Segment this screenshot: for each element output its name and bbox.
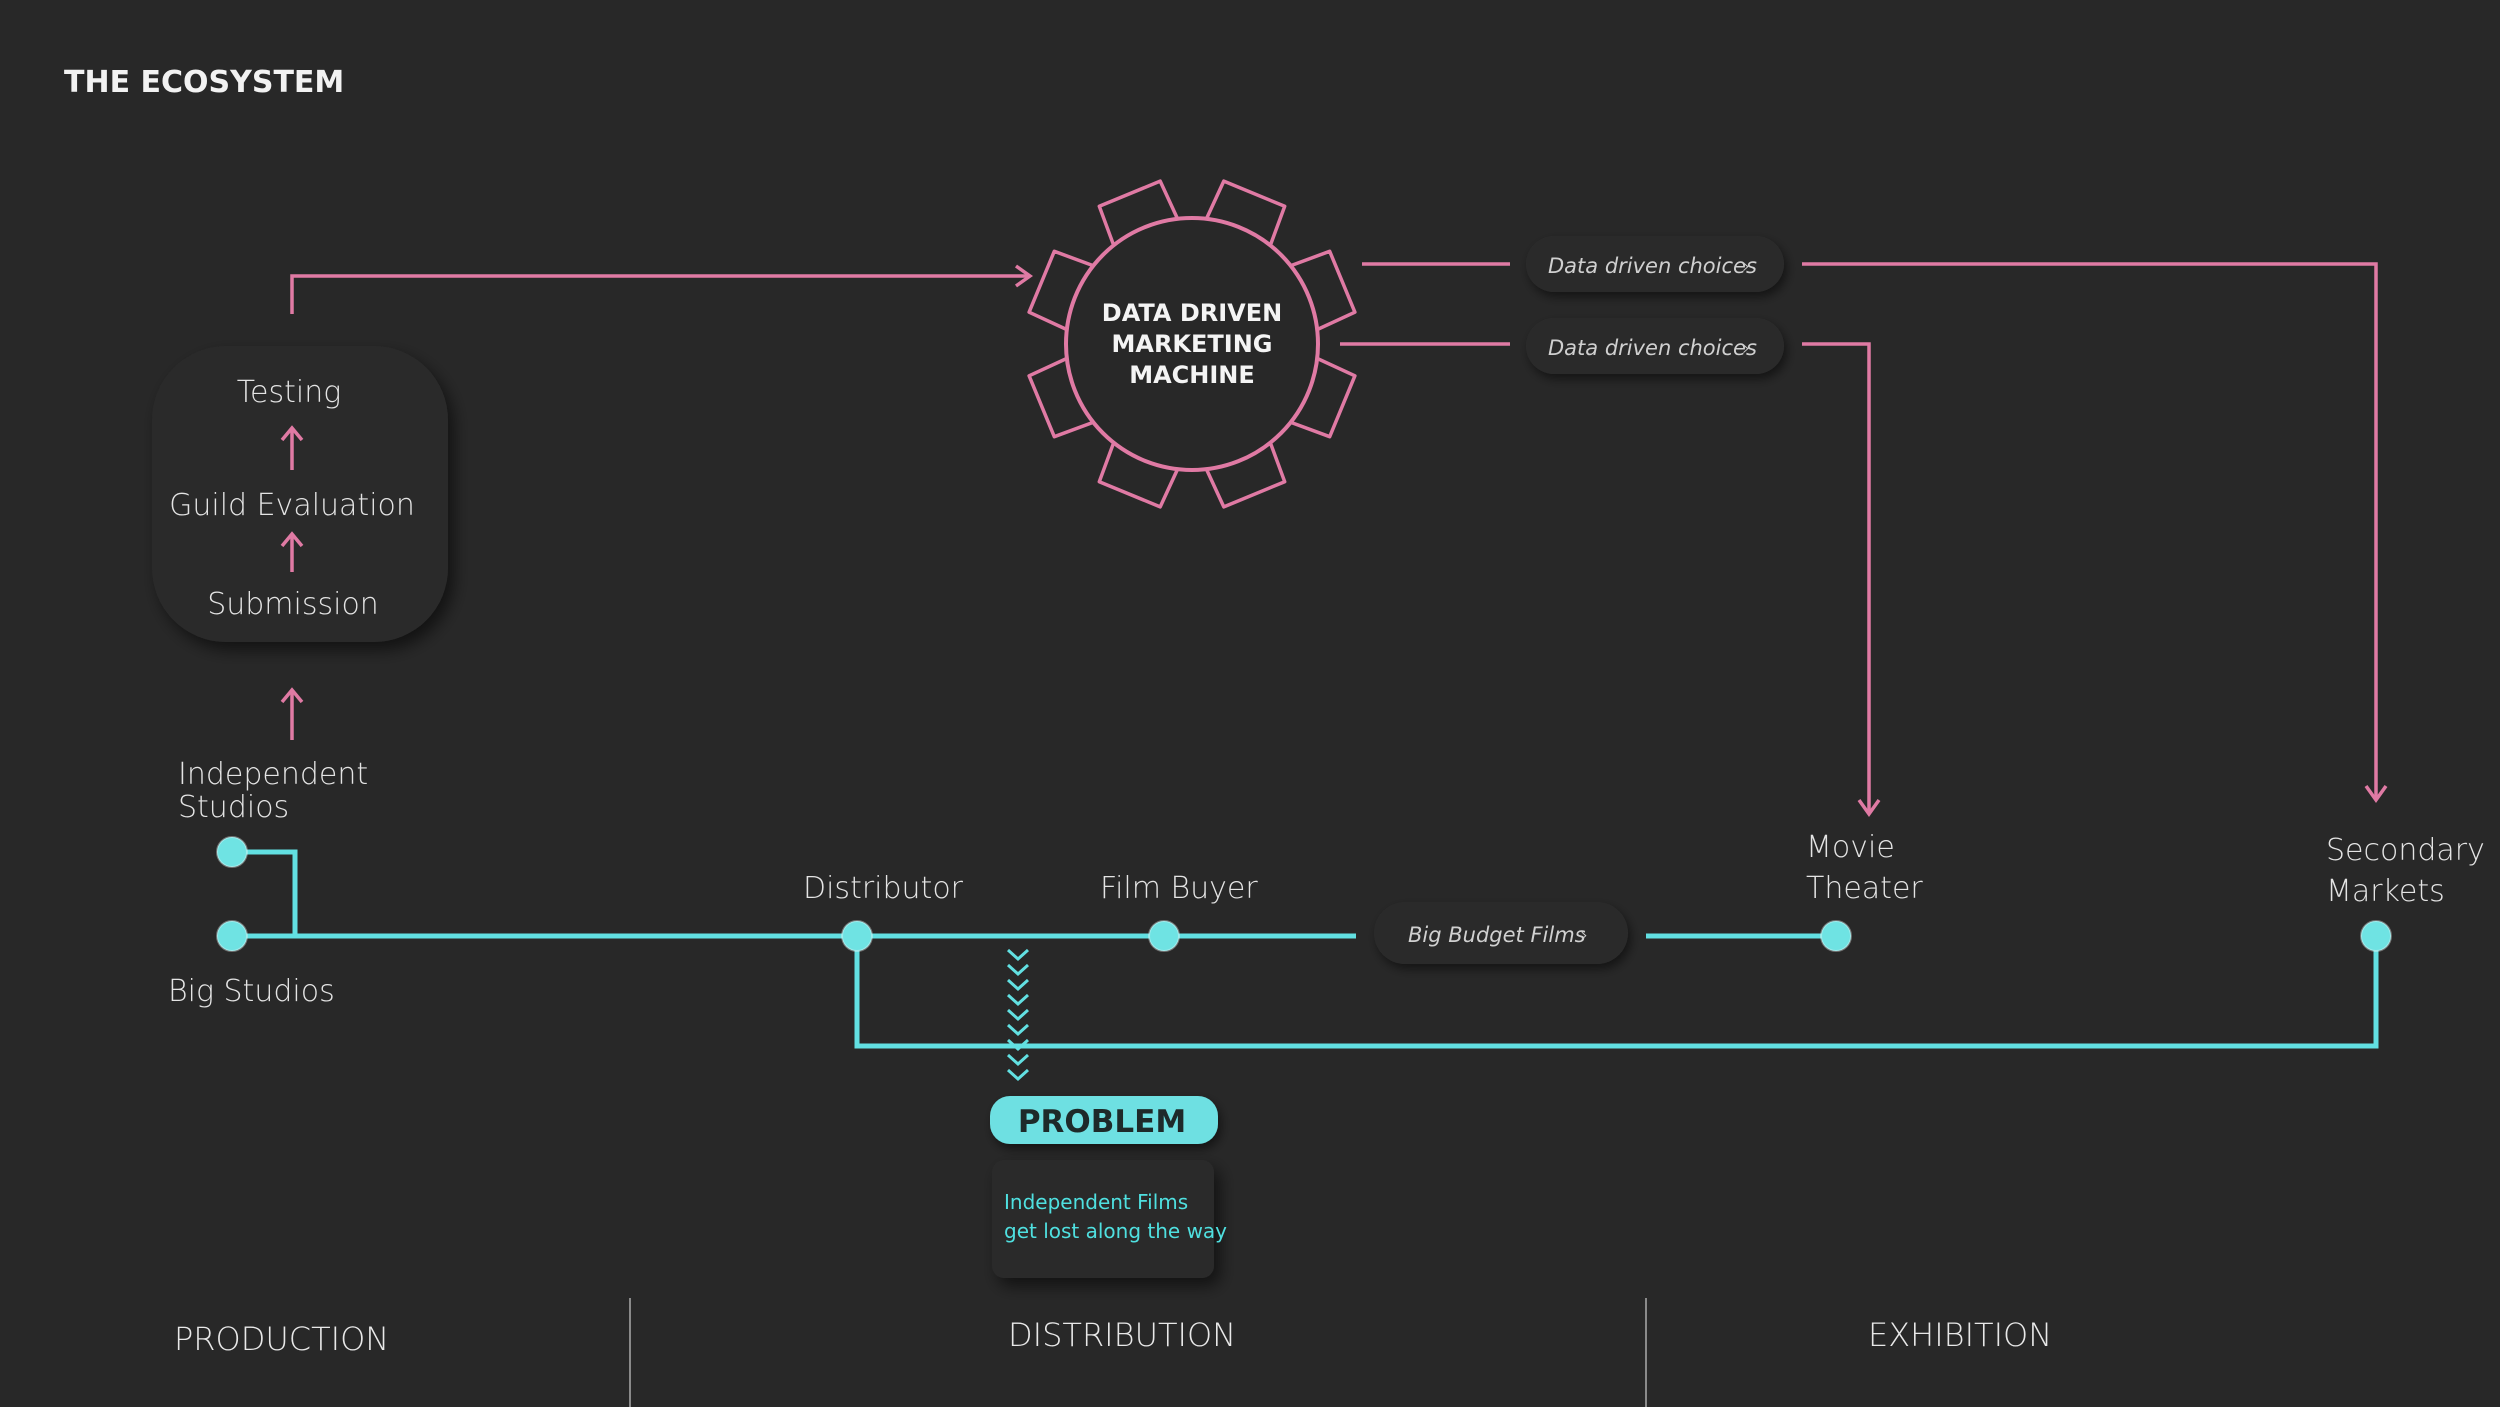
- process-box: [152, 346, 448, 642]
- label-film-buyer: Film Buyer: [1100, 871, 1258, 906]
- data-choice-pill-2-label: Data driven choices: [1548, 336, 1757, 360]
- label-big-studios: Big Studios: [168, 974, 335, 1009]
- node-movie-theater[interactable]: [1820, 920, 1852, 952]
- node-big-studios[interactable]: [216, 920, 248, 952]
- chevron-down-icon: [1006, 948, 1030, 962]
- label-movie-theater-1: Movie: [1806, 830, 1895, 865]
- chevron-down-icon: [1006, 978, 1030, 992]
- label-independent-studios-1: Independent: [178, 757, 368, 792]
- problem-label: PROBLEM: [1018, 1104, 1186, 1140]
- label-distributor: Distributor: [803, 871, 964, 906]
- big-budget-films-label: Big Budget Films: [1408, 923, 1586, 947]
- gear-ring: [1064, 216, 1320, 472]
- section-distribution: DISTRIBUTION: [1008, 1316, 1236, 1354]
- chevron-down-icon: [1006, 1023, 1030, 1037]
- node-film-buyer[interactable]: [1148, 920, 1180, 952]
- arrow-to-secondary-markets: [1802, 262, 2388, 804]
- arrow-guild-to-testing: [280, 425, 304, 470]
- page-title: THE ECOSYSTEM: [64, 65, 344, 100]
- section-exhibition: EXHIBITION: [1868, 1316, 2052, 1354]
- gear-line-1: DATA DRIVEN: [1102, 299, 1282, 327]
- problem-note-card: Independent Films get lost along the way: [992, 1160, 1227, 1278]
- label-secondary-markets-1: Secondary: [2326, 833, 2485, 868]
- chevron-down-icon: [1006, 1053, 1030, 1067]
- big-budget-films-pill[interactable]: Big Budget Films ›: [1374, 902, 1628, 964]
- section-production: PRODUCTION: [174, 1320, 389, 1358]
- arrow-to-movie-theater: [1802, 342, 1881, 818]
- problem-badge: PROBLEM: [990, 1096, 1218, 1144]
- problem-chevrons: [1006, 948, 1030, 1082]
- label-independent-studios-2: Studios: [178, 790, 289, 825]
- chevron-right-icon: ›: [1742, 336, 1750, 360]
- node-distributor[interactable]: [841, 920, 873, 952]
- problem-note-line-2: get lost along the way: [1004, 1219, 1227, 1243]
- chevron-right-icon: ›: [1742, 254, 1750, 278]
- step-testing: Testing: [237, 375, 341, 410]
- distribution-line: [232, 849, 2379, 1049]
- problem-note-line-1: Independent Films: [1004, 1190, 1188, 1214]
- chevron-down-icon: [1006, 1038, 1030, 1052]
- gear-line-2: MARKETING: [1111, 330, 1272, 358]
- gear-icon: [1027, 179, 1357, 509]
- data-choice-pill-1[interactable]: Data driven choices ›: [1526, 236, 1784, 292]
- arrow-indie-to-submission: [280, 687, 304, 740]
- label-secondary-markets-2: Markets: [2326, 874, 2445, 909]
- node-independent-studios[interactable]: [216, 836, 248, 868]
- chevron-down-icon: [1006, 963, 1030, 977]
- chevron-right-icon: ›: [1580, 923, 1588, 947]
- data-choice-pill-1-label: Data driven choices: [1548, 254, 1757, 278]
- chevron-down-icon: [1006, 1008, 1030, 1022]
- chevron-down-icon: [1006, 1068, 1030, 1082]
- chevron-down-icon: [1006, 993, 1030, 1007]
- label-movie-theater-2: Theater: [1806, 871, 1923, 906]
- node-secondary-markets[interactable]: [2360, 920, 2392, 952]
- step-submission: Submission: [207, 587, 379, 622]
- data-choice-pill-2[interactable]: Data driven choices ›: [1526, 318, 1784, 374]
- step-guild-evaluation: Guild Evaluation: [169, 488, 415, 523]
- arrow-testing-to-gear: [290, 264, 1034, 314]
- gear-line-3: MACHINE: [1129, 361, 1255, 389]
- arrow-submission-to-guild: [280, 531, 304, 572]
